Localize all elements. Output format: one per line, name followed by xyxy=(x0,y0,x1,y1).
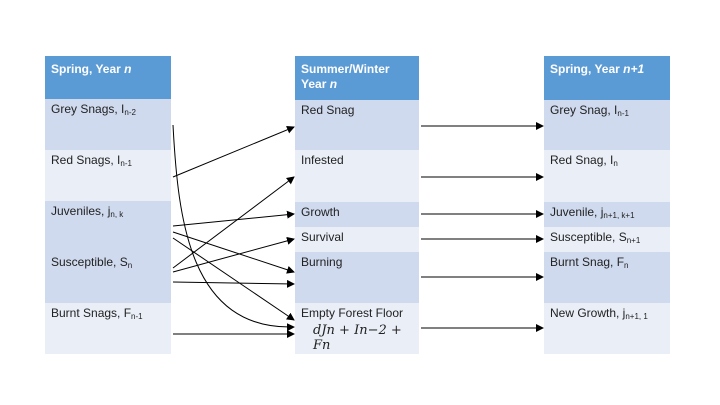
arrow-susceptible-to-infested xyxy=(172,176,295,269)
middle-header-line2: Year xyxy=(301,77,330,91)
left-row-grey-snags: Grey Snags, In-2 xyxy=(45,99,171,150)
middle-header-var: n xyxy=(329,77,338,91)
right-row-new-growth: New Growth, jn+1, 1 xyxy=(544,303,670,354)
right-row-red-snag: Red Snag, In xyxy=(544,150,670,202)
right-header-var: n+1 xyxy=(623,62,645,76)
arrow-grey-snags-to-empty-floor xyxy=(172,124,295,332)
middle-row-infested: Infested xyxy=(295,150,419,202)
left-header-label: Spring, Year xyxy=(51,62,125,76)
left-row-burnt-snags: Burnt Snags, Fn-1 xyxy=(45,303,171,354)
left-row-juveniles: Juveniles, jn, k xyxy=(45,201,171,252)
middle-row-growth: Growth xyxy=(295,202,419,227)
left-header: Spring, Year n xyxy=(45,56,171,99)
empty-floor-formula: dJn + In−2 + Fn xyxy=(313,323,402,353)
right-row-grey-snag: Grey Snag, In-1 xyxy=(544,100,670,150)
arrow-juveniles-to-growth xyxy=(172,210,295,227)
right-header-label: Spring, Year xyxy=(550,62,624,76)
middle-row-empty-forest-floor: Empty Forest Floor dJn + In−2 + Fn xyxy=(295,303,419,354)
arrow-juveniles-to-burning xyxy=(172,231,295,274)
left-header-var: n xyxy=(124,62,132,76)
arrow-red-snags-to-red-snag xyxy=(172,125,295,178)
left-row-red-snags: Red Snags, In-1 xyxy=(45,150,171,201)
right-row-burnt-snag: Burnt Snag, Fn xyxy=(544,252,670,303)
right-header: Spring, Year n+1 xyxy=(544,56,670,100)
middle-row-burning: Burning xyxy=(295,252,419,303)
middle-header: Summer/Winter Year n xyxy=(295,56,419,100)
arrow-susceptible-to-survival xyxy=(172,236,295,273)
arrow-susceptible-to-burning xyxy=(172,279,295,288)
middle-row-red-snag: Red Snag xyxy=(295,100,419,150)
left-row-susceptible: Susceptible, Sn xyxy=(45,252,171,303)
right-row-juvenile: Juvenile, jn+1, k+1 xyxy=(544,202,670,227)
right-row-susceptible: Susceptible, Sn+1 xyxy=(544,227,670,252)
arrow-juveniles-to-empty-floor xyxy=(172,237,295,321)
middle-header-line1: Summer/Winter xyxy=(301,62,390,76)
middle-row-survival: Survival xyxy=(295,227,419,252)
